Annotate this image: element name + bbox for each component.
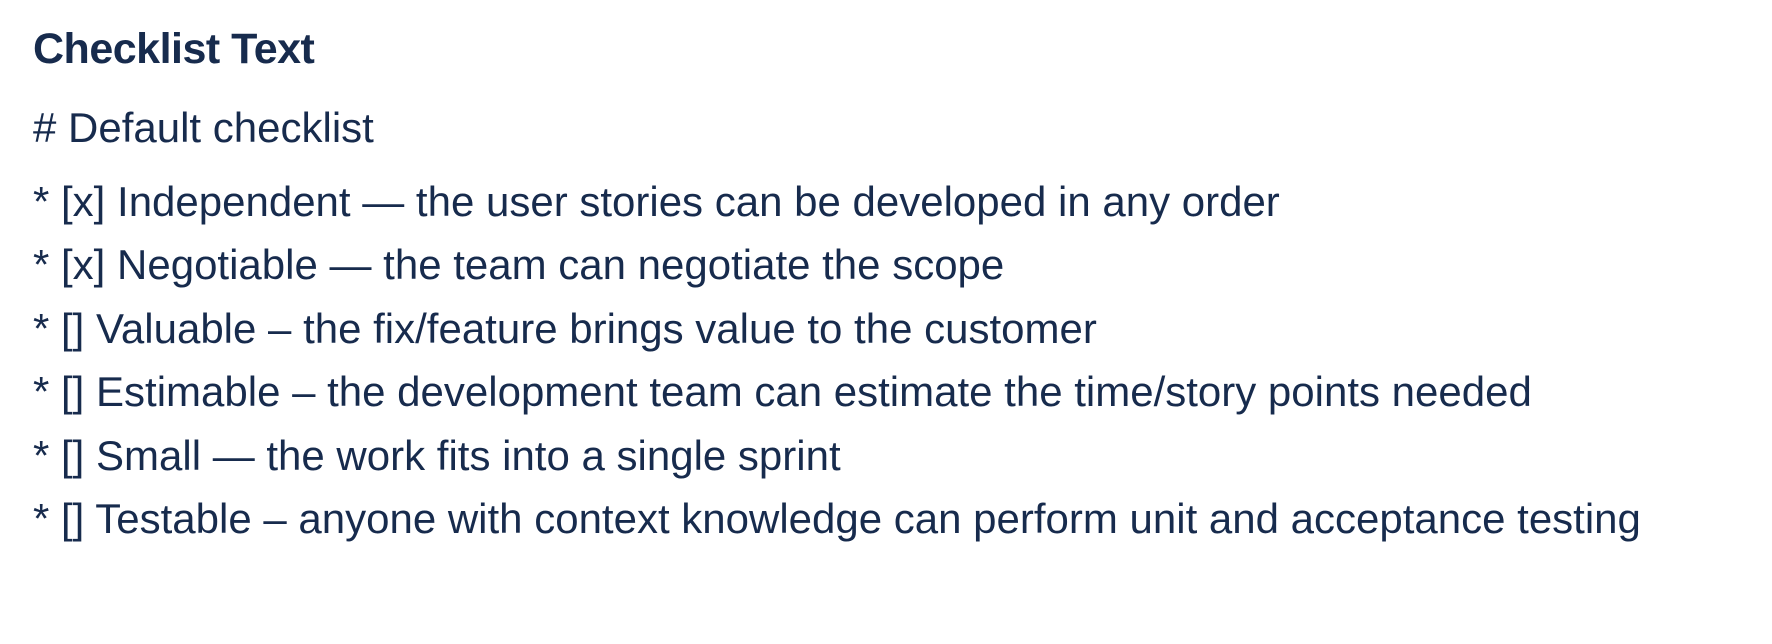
checklist-item-valuable: * [] Valuable – the fix/feature brings v… [33,304,1097,352]
checklist-item-negotiable: * [x] Negotiable — the team can negotiat… [33,241,1005,288]
checklist-item-small: * [] Small — the work fits into a single… [33,431,841,479]
checklist-body: * [x] Independent — the user stories can… [33,170,1752,551]
checklist-heading-line: # Default checklist [33,104,374,151]
checklist-text-title: Checklist Text [33,25,315,73]
checklist-text-panel: Checklist Text # Default checklist * [x]… [33,25,1752,551]
checklist-item-independent: * [x] Independent — the user stories can… [33,177,1280,225]
checklist-item-testable: * [] Testable – anyone with context know… [33,495,1641,542]
checklist-item-estimable: * [] Estimable – the development team ca… [33,368,1532,415]
